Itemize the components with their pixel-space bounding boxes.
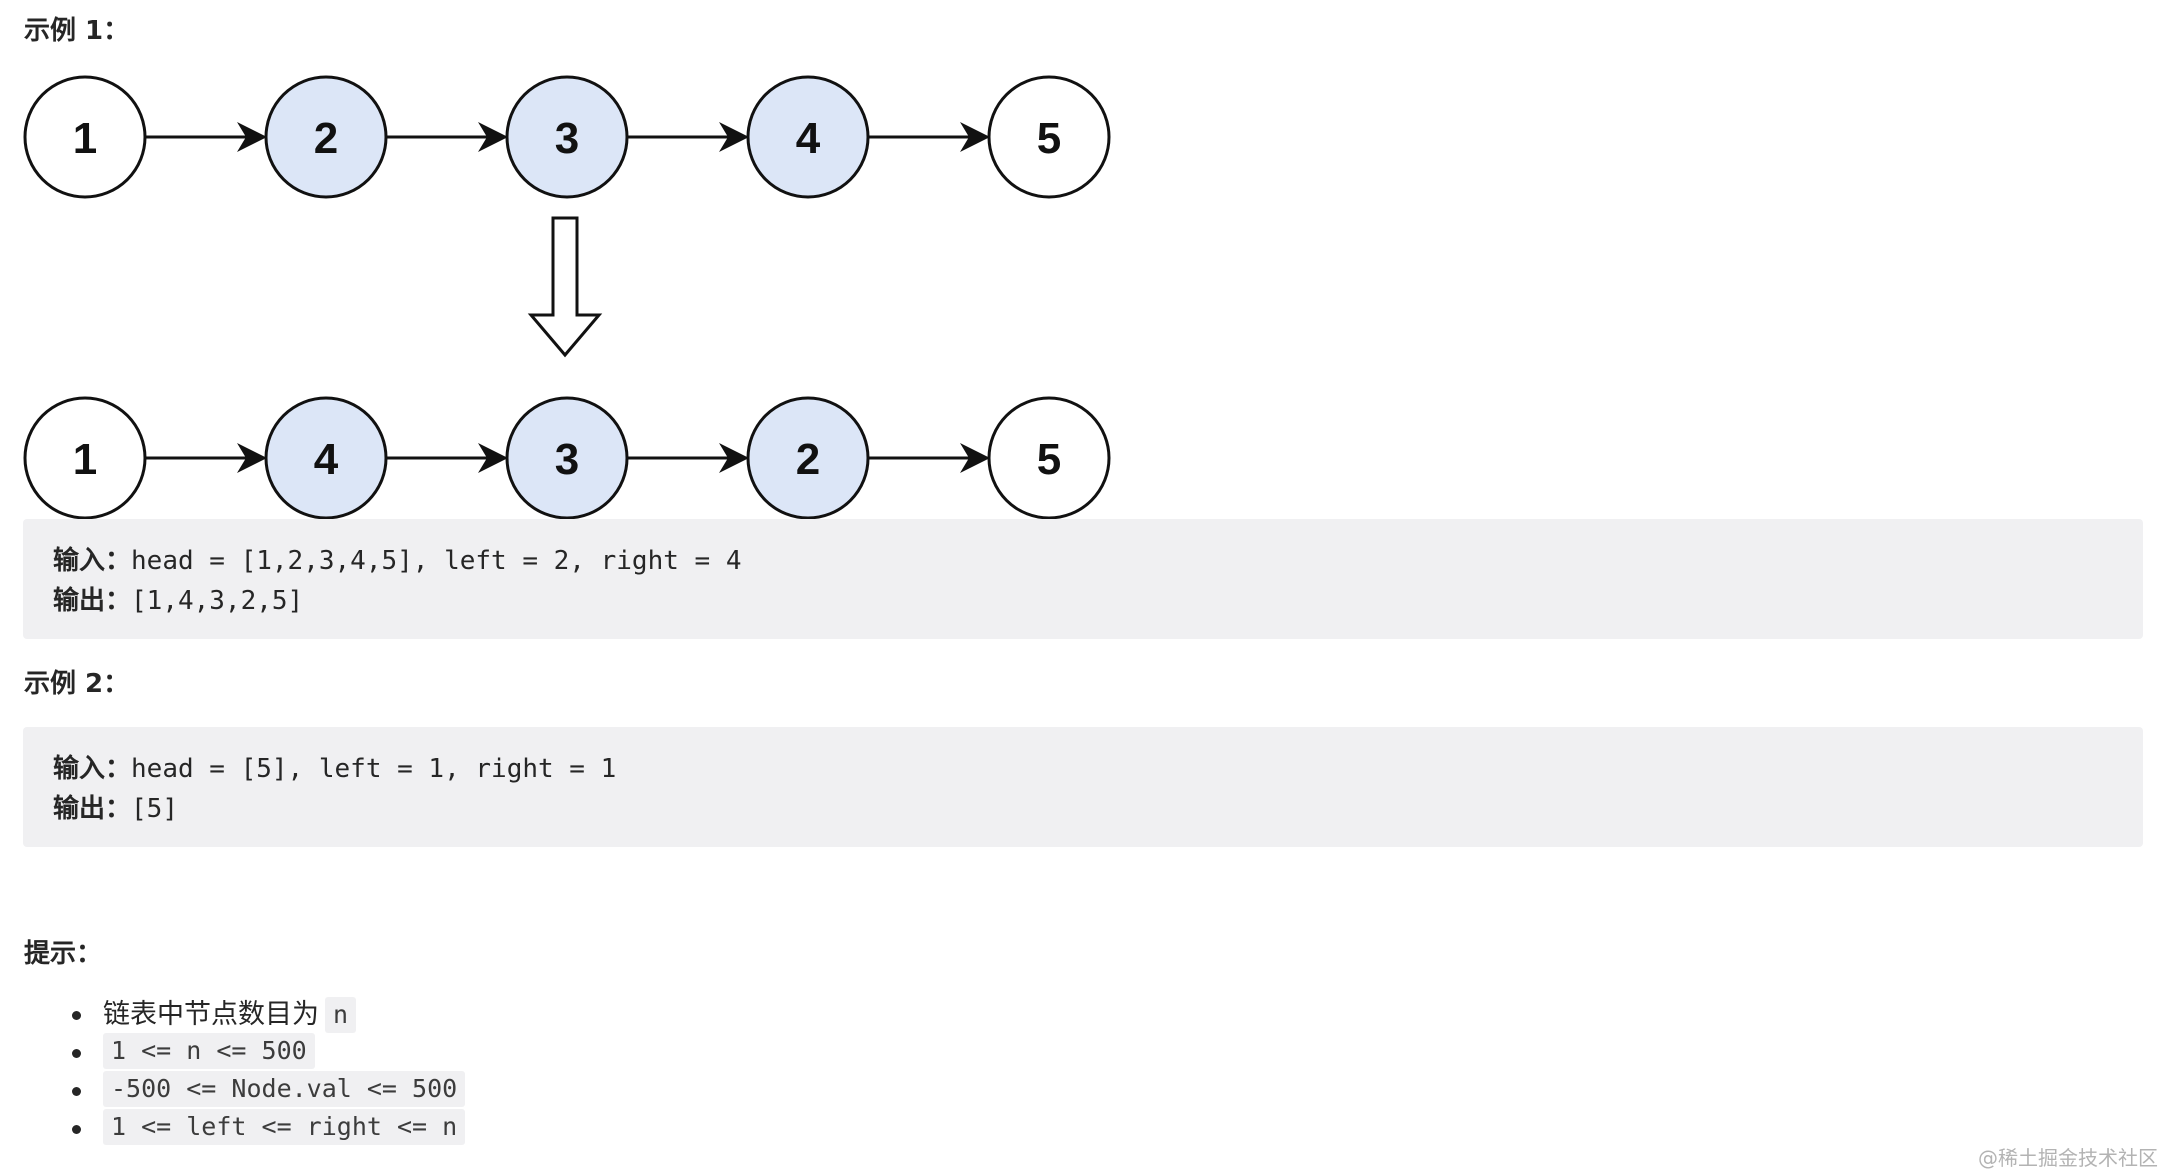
before-node-1 xyxy=(23,75,147,199)
bullet-icon xyxy=(72,1087,81,1096)
after-node-label-3: 3 xyxy=(555,435,579,484)
after-node-label-1: 1 xyxy=(73,435,97,484)
hints-heading: 提示： xyxy=(24,939,103,969)
before-node-2 xyxy=(264,75,388,199)
linked-list-diagram: 1 2 3 4 5 1 4 3 2 5 xyxy=(23,75,1111,520)
before-node-label-5: 5 xyxy=(1037,114,1061,163)
list-after-row: 1 4 3 2 5 xyxy=(23,396,1111,520)
example-1-input-line: 输入：head = [1,2,3,4,5], left = 2, right =… xyxy=(53,541,2113,581)
input-value: head = [5], left = 1, right = 1 xyxy=(131,754,617,784)
inline-code: 1 <= n <= 500 xyxy=(103,1033,315,1069)
output-value: [5] xyxy=(131,794,178,824)
bullet-icon xyxy=(72,1125,81,1134)
example-1-heading: 示例 1： xyxy=(24,16,130,46)
list-before-row: 1 2 3 4 5 xyxy=(23,75,1111,199)
before-node-label-1: 1 xyxy=(73,114,97,163)
before-node-label-4: 4 xyxy=(796,114,821,163)
output-label: 输出： xyxy=(53,586,132,616)
after-node-2 xyxy=(264,396,388,520)
example-2-code-block: 输入：head = [5], left = 1, right = 1 输出：[5… xyxy=(23,727,2143,847)
bullet-icon xyxy=(72,1049,81,1058)
inline-code: 1 <= left <= right <= n xyxy=(103,1109,466,1145)
example-1-output-line: 输出：[1,4,3,2,5] xyxy=(53,581,2113,621)
output-value: [1,4,3,2,5] xyxy=(131,586,304,616)
input-label: 输入： xyxy=(53,546,132,576)
hint-label: 链表中节点数目为 xyxy=(103,999,319,1030)
after-node-label-4: 2 xyxy=(796,435,820,484)
watermark: @稀土掘金技术社区 xyxy=(1978,1146,2158,1170)
after-node-1 xyxy=(23,396,147,520)
example-2-output-line: 输出：[5] xyxy=(53,789,2113,829)
after-node-3 xyxy=(505,396,629,520)
before-node-3 xyxy=(505,75,629,199)
before-node-label-2: 2 xyxy=(314,114,338,163)
after-node-label-2: 4 xyxy=(314,435,339,484)
output-label: 输出： xyxy=(53,794,132,824)
after-node-5 xyxy=(987,396,1111,520)
before-node-5 xyxy=(987,75,1111,199)
inline-code: -500 <= Node.val <= 500 xyxy=(103,1071,466,1107)
inline-code: n xyxy=(325,997,357,1033)
before-node-4 xyxy=(746,75,870,199)
bullet-icon xyxy=(72,1011,81,1020)
input-value: head = [1,2,3,4,5], left = 2, right = 4 xyxy=(131,546,742,576)
transform-arrow-icon xyxy=(527,216,603,358)
example-2-heading: 示例 2： xyxy=(24,669,130,699)
input-label: 输入： xyxy=(53,754,132,784)
after-node-label-5: 5 xyxy=(1037,435,1061,484)
after-node-4 xyxy=(746,396,870,520)
example-1-code-block: 输入：head = [1,2,3,4,5], left = 2, right =… xyxy=(23,519,2143,639)
example-2-input-line: 输入：head = [5], left = 1, right = 1 xyxy=(53,749,2113,789)
before-node-label-3: 3 xyxy=(555,114,579,163)
